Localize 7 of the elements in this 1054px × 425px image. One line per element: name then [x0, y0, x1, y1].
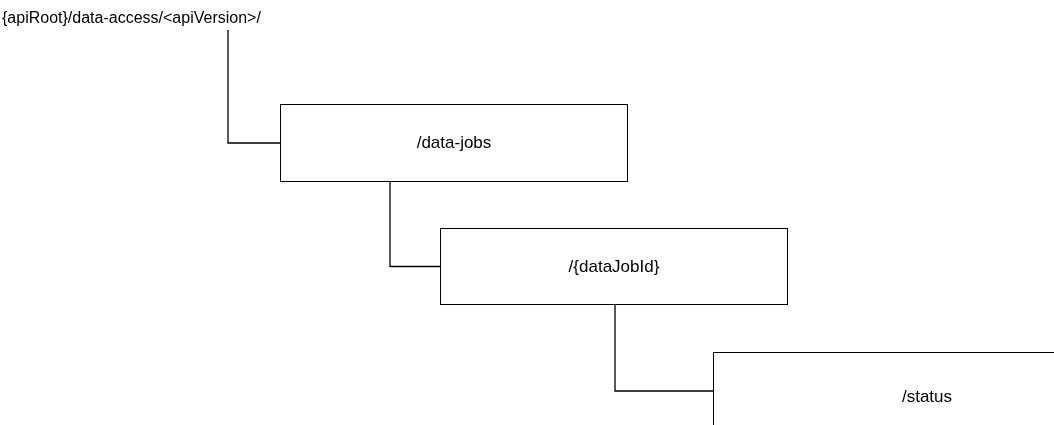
resource-box: /data-jobs: [280, 104, 628, 182]
resource-box: /{dataJobId}: [440, 228, 788, 305]
connector-line: [227, 29, 281, 144]
connector-line: [614, 304, 714, 392]
resource-path-text: {apiRoot}/data-access/<apiVersion>/: [0, 6, 300, 30]
resource-box: /status: [713, 352, 1054, 425]
connector-line: [389, 181, 441, 268]
